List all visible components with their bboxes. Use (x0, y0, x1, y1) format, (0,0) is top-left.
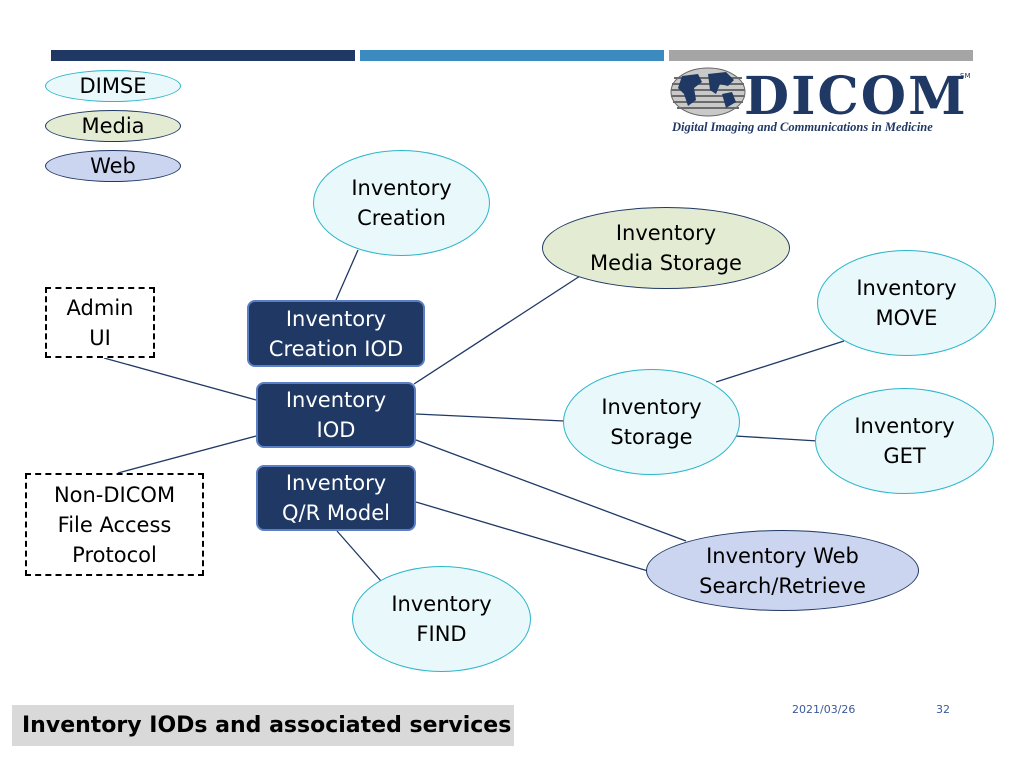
inventory-move-label: Inventory MOVE (856, 276, 957, 330)
edge-nondicom-iod (117, 435, 257, 474)
edge-qr-find (336, 530, 382, 582)
inventory-get-service: Inventory GET (815, 388, 994, 494)
edge-iod-web (415, 439, 687, 542)
inventory-find-label: Inventory FIND (391, 592, 492, 646)
inventory-storage-service: Inventory Storage (563, 369, 740, 475)
legend-media: Media (45, 110, 181, 142)
legend-media-label: Media (81, 114, 145, 138)
dicom-logo (670, 67, 746, 117)
edge-storage-move (715, 340, 845, 383)
legend-dimse: DIMSE (45, 70, 181, 102)
inventory-media-storage-label: Inventory Media Storage (590, 221, 742, 275)
logo-subtitle: Digital Imaging and Communications in Me… (672, 120, 933, 134)
edge-iod-mediastorage (413, 275, 581, 385)
inventory-creation-iod-box: Inventory Creation IOD (247, 300, 425, 367)
inventory-web-service: Inventory Web Search/Retrieve (646, 530, 919, 611)
inventory-move-service: Inventory MOVE (817, 250, 996, 356)
inventory-find-service: Inventory FIND (352, 566, 531, 672)
inventory-media-storage-service: Inventory Media Storage (542, 207, 790, 289)
edge-creation-creationiod (335, 249, 359, 301)
inventory-storage-label: Inventory Storage (601, 395, 702, 449)
header-bar-dark (51, 50, 355, 61)
inventory-qr-model-label: Inventory Q/R Model (282, 471, 390, 525)
logo-service-mark: SM (960, 72, 971, 80)
non-dicom-box: Non-DICOM File Access Protocol (25, 473, 204, 576)
header-bar-gray (669, 50, 973, 61)
inventory-creation-label: Inventory Creation (351, 176, 452, 230)
slide-date: 2021/03/26 (792, 703, 856, 716)
edge-qr-web (415, 501, 649, 572)
non-dicom-label: Non-DICOM File Access Protocol (53, 482, 176, 567)
edge-adminui-iod (103, 357, 257, 401)
edge-storage-get (734, 435, 819, 442)
legend-web-label: Web (90, 154, 136, 178)
inventory-iod-label: Inventory IOD (285, 388, 387, 442)
logo-wordmark: DICOM (744, 66, 968, 127)
inventory-qr-model-box: Inventory Q/R Model (256, 465, 416, 531)
slide-title: Inventory IODs and associated services (12, 705, 514, 746)
inventory-creation-service: Inventory Creation (313, 150, 490, 256)
admin-ui-label: Admin UI (66, 295, 134, 350)
inventory-web-label: Inventory Web Search/Retrieve (699, 543, 866, 598)
legend-web: Web (45, 150, 181, 182)
admin-ui-box: Admin UI (45, 287, 155, 358)
header-bar-blue (360, 50, 664, 61)
globe-icon (670, 67, 746, 117)
inventory-get-label: Inventory GET (854, 414, 955, 468)
edge-iod-storage (415, 413, 565, 422)
inventory-creation-iod-label: Inventory Creation IOD (268, 306, 404, 361)
inventory-iod-box: Inventory IOD (256, 382, 416, 448)
slide-page-number: 32 (936, 703, 950, 716)
legend-dimse-label: DIMSE (79, 74, 147, 98)
